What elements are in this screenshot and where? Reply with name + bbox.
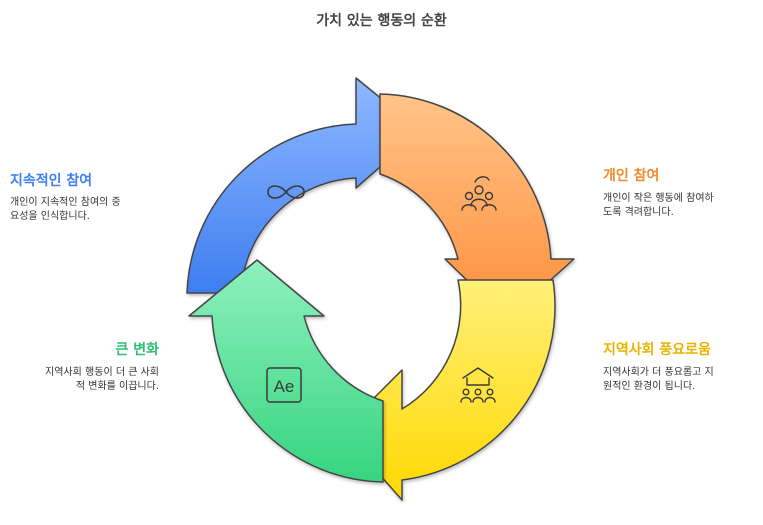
desc-change-line-2: 적 변화를 이끕니다. xyxy=(75,381,159,392)
label-individual: 개인 참여 xyxy=(603,168,660,184)
label-continuous: 지속적인 참여 xyxy=(10,173,93,189)
ae-box-icon: Ae xyxy=(266,367,302,403)
ae-box-text: Ae xyxy=(274,377,295,396)
desc-continuous-line-2: 요성을 인식합니다. xyxy=(10,211,90,222)
people-group-icon xyxy=(461,176,497,211)
diagram-title: 가치 있는 행동의 순환 xyxy=(316,13,447,29)
label-change: 큰 변화 xyxy=(115,342,159,358)
desc-community: 지역사회가 더 풍요롭고 지 원적인 환경이 됩니다. xyxy=(603,366,753,394)
segment-individual xyxy=(379,93,575,320)
segment-community xyxy=(340,279,556,501)
desc-individual-line-1: 개인이 작은 행동에 참여하 xyxy=(603,193,714,204)
desc-individual-line-2: 도록 격려합니다. xyxy=(603,207,674,218)
desc-change-line-1: 지역사회 행동이 더 큰 사회 xyxy=(45,367,159,378)
community-house-icon xyxy=(460,367,496,403)
desc-community-line-2: 원적인 환경이 됩니다. xyxy=(603,381,696,392)
label-community: 지역사회 풍요로움 xyxy=(603,342,711,358)
desc-individual: 개인이 작은 행동에 참여하 도록 격려합니다. xyxy=(603,192,753,220)
infinity-icon xyxy=(267,185,305,199)
segment-change xyxy=(188,259,384,483)
desc-change: 지역사회 행동이 더 큰 사회 적 변화를 이끕니다. xyxy=(10,366,159,394)
segment-continuous xyxy=(186,77,422,294)
desc-community-line-1: 지역사회가 더 풍요롭고 지 xyxy=(603,367,714,378)
desc-continuous-line-1: 개인이 지속적인 참여의 중 xyxy=(10,197,121,208)
desc-continuous: 개인이 지속적인 참여의 중 요성을 인식합니다. xyxy=(10,196,160,224)
